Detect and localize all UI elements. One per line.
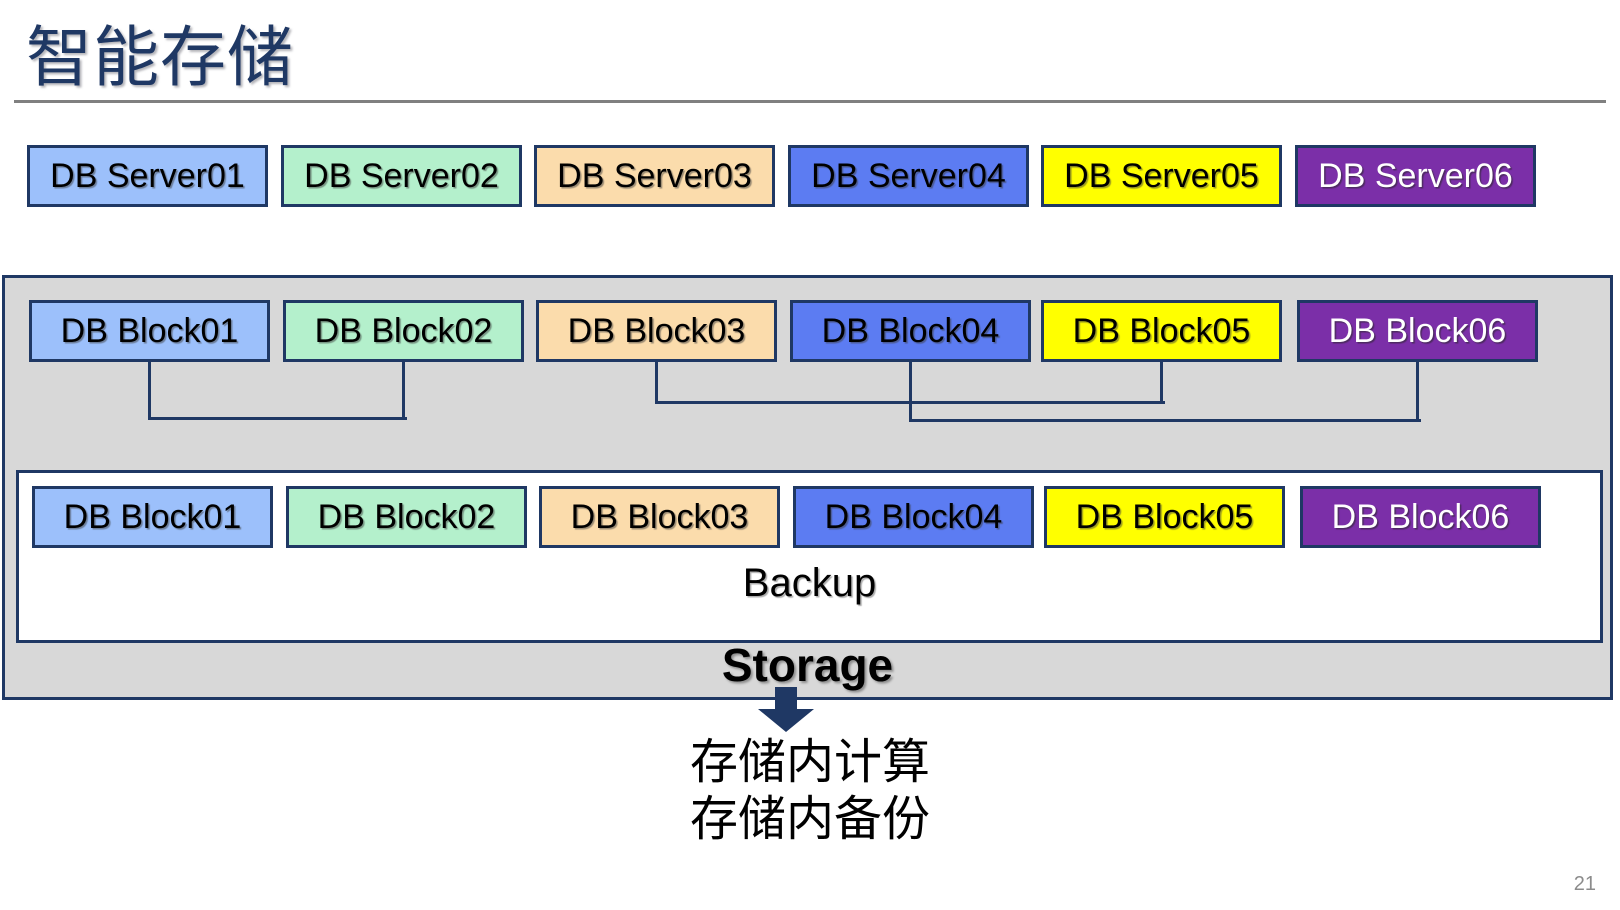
footer-caption: 存储内计算存储内备份: [0, 735, 1620, 848]
page-number: 21: [1573, 873, 1596, 895]
connector-block03-block05-right-leg: [1160, 362, 1163, 404]
footer-line-2: 存储内备份: [689, 792, 930, 846]
backup-block-box-6[interactable]: DB Block06: [1300, 486, 1541, 548]
db-server-box-label: DB Server06: [1318, 156, 1513, 195]
connector-block04-block06-left-leg: [909, 362, 912, 422]
db-block-box-6[interactable]: DB Block06: [1297, 300, 1538, 362]
db-server-box-label: DB Server03: [557, 156, 752, 195]
db-block-box-4[interactable]: DB Block04: [790, 300, 1031, 362]
backup-block-box-label: DB Block05: [1075, 497, 1254, 536]
backup-block-box-4[interactable]: DB Block04: [793, 486, 1034, 548]
db-server-box-2[interactable]: DB Server02: [281, 145, 522, 207]
db-block-box-label: DB Block04: [821, 311, 1000, 350]
db-server-box-4[interactable]: DB Server04: [788, 145, 1029, 207]
db-block-box-label: DB Block06: [1328, 311, 1507, 350]
footer-line-1: 存储内计算: [689, 736, 930, 789]
backup-block-box-2[interactable]: DB Block02: [286, 486, 527, 548]
backup-block-box-5[interactable]: DB Block05: [1044, 486, 1285, 548]
db-block-box-label: DB Block01: [60, 311, 239, 350]
page-title: 智能存储: [26, 20, 294, 94]
backup-block-box-label: DB Block02: [317, 497, 496, 536]
db-server-box-5[interactable]: DB Server05: [1041, 145, 1282, 207]
db-server-box-6[interactable]: DB Server06: [1295, 145, 1536, 207]
backup-label: Backup: [742, 561, 877, 605]
db-server-box-label: DB Server05: [1064, 156, 1259, 195]
db-block-box-label: DB Block03: [567, 311, 746, 350]
connector-block04-block06-crossbar: [910, 419, 1421, 422]
backup-block-box-label: DB Block03: [570, 497, 749, 536]
db-server-box-3[interactable]: DB Server03: [534, 145, 775, 207]
db-block-box-5[interactable]: DB Block05: [1041, 300, 1282, 362]
storage-label: Storage: [721, 639, 894, 691]
db-block-box-2[interactable]: DB Block02: [283, 300, 524, 362]
db-server-box-label: DB Server01: [50, 156, 245, 195]
backup-block-box-label: DB Block04: [824, 497, 1003, 536]
storage-container: DB Block01 DB Block02 DB Block03 DB Block04…: [2, 275, 1613, 732]
backup-panel: DB Block01 DB Block02 DB Block03 DB Block04…: [16, 470, 1603, 643]
db-block-box-label: DB Block05: [1072, 311, 1251, 350]
backup-block-box-1[interactable]: DB Block01: [32, 486, 273, 548]
backup-block-box-label: DB Block06: [1331, 497, 1510, 536]
connector-block01-block02-right-leg: [402, 362, 405, 420]
down-arrow-icon: [758, 687, 814, 732]
backup-block-box-label: DB Block01: [63, 497, 242, 536]
db-server-box-label: DB Server04: [811, 156, 1006, 195]
connector-block01-block02-left-leg: [148, 362, 151, 420]
db-block-box-3[interactable]: DB Block03: [536, 300, 777, 362]
db-server-box-label: DB Server02: [304, 156, 499, 195]
db-block-box-label: DB Block02: [314, 311, 493, 350]
connector-block04-block06-right-leg: [1416, 362, 1419, 422]
title-divider: [14, 100, 1606, 103]
db-block-box-1[interactable]: DB Block01: [29, 300, 270, 362]
connector-block03-block05-left-leg: [655, 362, 658, 404]
backup-block-box-3[interactable]: DB Block03: [539, 486, 780, 548]
db-server-box-1[interactable]: DB Server01: [27, 145, 268, 207]
connector-block01-block02-crossbar: [149, 417, 407, 420]
